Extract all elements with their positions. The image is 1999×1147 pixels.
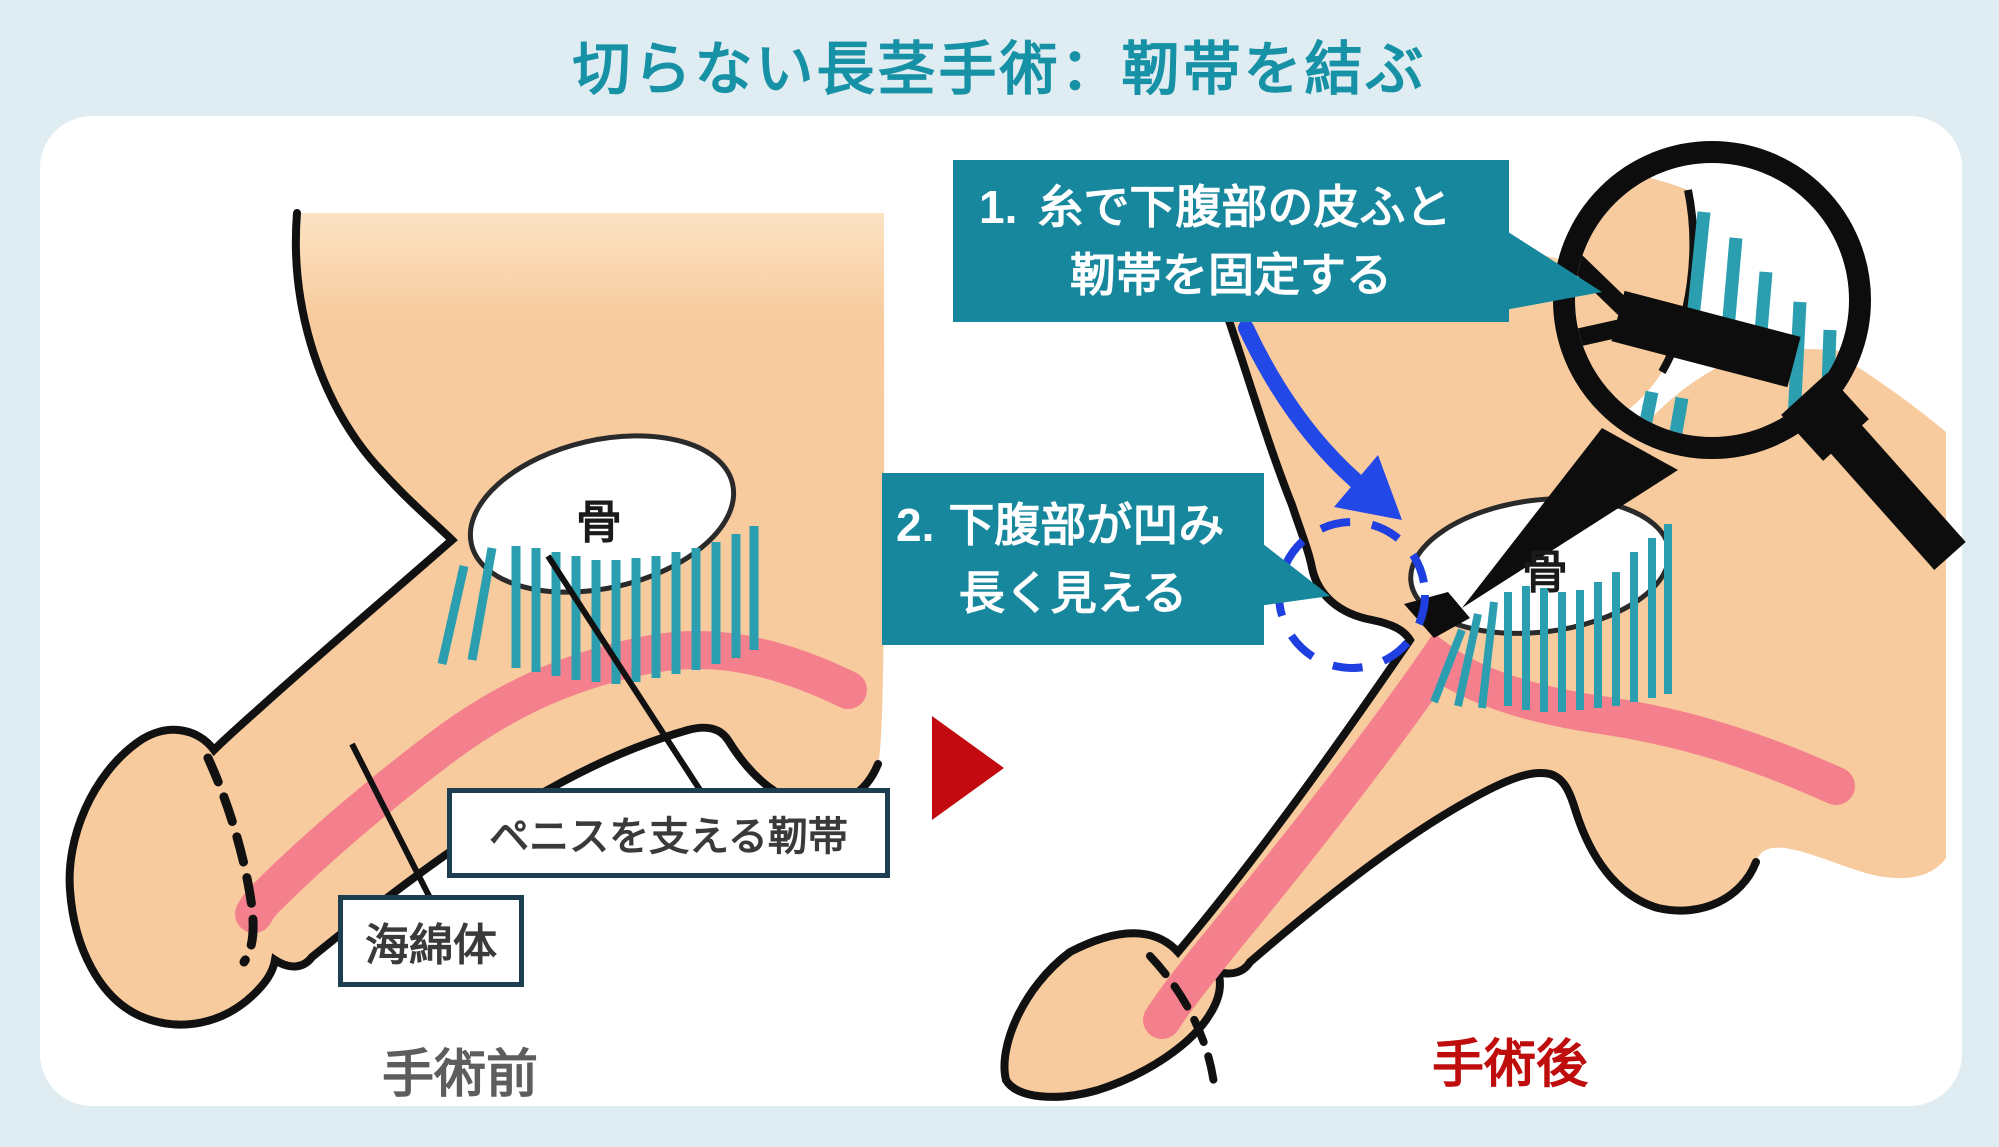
step1-callout-tail [1505, 230, 1602, 310]
step1-number: 1. [979, 181, 1018, 234]
pull-direction-arrowhead [1334, 455, 1402, 520]
before-foreskin-dashed-line [203, 753, 258, 967]
magnifier-handle [1822, 416, 1966, 570]
ligament-label-text: ペニスを支える靭帯 [489, 815, 848, 859]
corpus-label-box: 海綿体 [338, 895, 524, 987]
step2-line1: 下腹部が凹み [948, 499, 1225, 552]
after-foreskin-dashed-line [1146, 952, 1218, 1088]
step2-line2: 長く見える [958, 567, 1188, 620]
step2-callout-tail [1258, 540, 1330, 606]
step1-line2: 靭帯を固定する [1070, 249, 1392, 302]
ligament-leader-line [545, 554, 703, 792]
after-bone-label: 骨 [1522, 546, 1568, 598]
after-ligament-hatch [1430, 524, 1672, 712]
lens-thread-band [1611, 290, 1801, 388]
before-bone-label: 骨 [576, 496, 622, 548]
next-arrow-icon [932, 716, 1004, 820]
magnifier-pointer-wedge [1462, 428, 1678, 608]
magnifier-ring [1553, 141, 1871, 459]
before-ligament-hatch [437, 526, 759, 684]
step2-number: 2. [896, 499, 935, 552]
after-body-outline [1000, 254, 1760, 1101]
magnifier-lens-content [1575, 168, 1847, 437]
after-caption: 手術後 [1431, 1036, 1588, 1094]
before-caption: 手術前 [381, 1046, 538, 1104]
before-figure [65, 209, 885, 1029]
page-title: 切らない長茎手術：靭帯を結ぶ [572, 37, 1427, 102]
ligament-label-box: ペニスを支える靭帯 [447, 788, 890, 878]
step2-callout: 2. 下腹部が凹み 長く見える [882, 473, 1264, 645]
magnifier-icon [1462, 141, 1966, 608]
after-corpus-band [1143, 633, 1855, 1039]
step1-line1: 糸で下腹部の皮ふと [1037, 181, 1452, 234]
corpus-label-text: 海綿体 [365, 921, 497, 970]
step1-callout: 1. 糸で下腹部の皮ふと 靭帯を固定する [953, 160, 1509, 322]
before-body-outline [65, 209, 882, 1029]
pull-direction-arrow-icon [1238, 320, 1364, 489]
corpus-leader-line [349, 742, 433, 900]
lens-thread-prong-lower [1575, 317, 1632, 351]
after-figure [1000, 248, 1946, 1101]
